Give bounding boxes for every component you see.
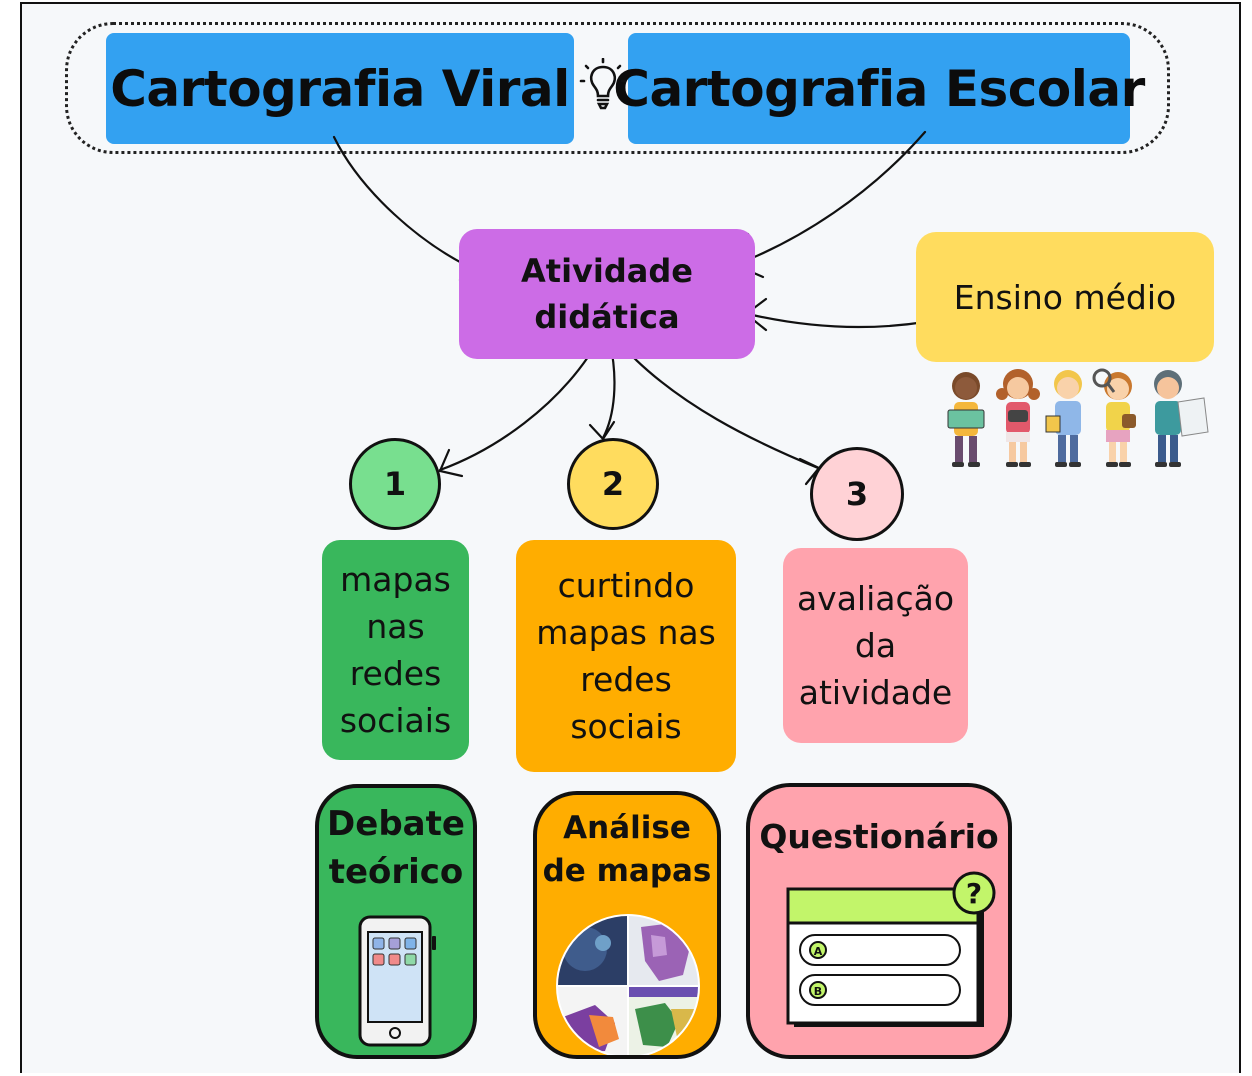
step-1-box: mapas nas redes sociais xyxy=(322,540,469,760)
child-2 xyxy=(996,369,1040,467)
method-3-title: Questionário xyxy=(750,815,1008,859)
activity-node: Atividade didática xyxy=(459,229,755,359)
step-3-box: avaliação da atividade xyxy=(783,548,968,743)
step-2-number: 2 xyxy=(601,465,625,503)
title-left-text: Cartografia Viral xyxy=(110,59,570,118)
map-collage-icon xyxy=(556,914,700,1055)
child-5 xyxy=(1154,370,1209,467)
step-2-box: curtindo mapas nas redes sociais xyxy=(516,540,736,772)
method-1-line: teórico xyxy=(328,852,464,892)
children-illustration xyxy=(947,368,1209,467)
title-cloud-outline xyxy=(65,22,1170,154)
step-3-number: 3 xyxy=(845,475,869,513)
method-card-map-analysis: Análise de mapas xyxy=(533,791,721,1059)
child-3 xyxy=(1045,370,1082,467)
quiz-option-a: A xyxy=(814,945,823,958)
step-1-line: sociais xyxy=(339,701,452,740)
method-2-line: Análise xyxy=(563,810,691,846)
title-cartografia-viral: Cartografia Viral xyxy=(106,33,574,144)
step-1-line: mapas xyxy=(340,560,451,599)
step-1-line: nas xyxy=(366,607,425,646)
quiz-form-icon: A B ? xyxy=(786,871,996,1027)
method-card-debate: Debate teórico xyxy=(315,784,477,1059)
method-1-line: Debate xyxy=(327,804,465,844)
quiz-badge-question-mark: ? xyxy=(966,877,982,910)
audience-label: Ensino médio xyxy=(953,277,1177,317)
step-2-line: mapas nas xyxy=(536,613,716,652)
arrow-activity-to-step3 xyxy=(626,350,820,470)
step-3-line: da xyxy=(854,626,897,665)
lightbulb-icon xyxy=(579,58,627,110)
method-2-title: Análise de mapas xyxy=(537,807,717,893)
step-1-badge: 1 xyxy=(349,438,441,530)
step-3-line: atividade xyxy=(798,673,953,712)
child-4 xyxy=(1092,368,1136,467)
arrow-viral-to-activity xyxy=(332,135,482,274)
smartphone-icon xyxy=(358,915,436,1047)
arrowhead xyxy=(588,420,616,441)
arrowhead xyxy=(438,448,464,478)
title-right-text: Cartografia Escolar xyxy=(613,59,1145,118)
audience-node: Ensino médio xyxy=(916,232,1214,362)
title-cartografia-escolar: Cartografia Escolar xyxy=(613,33,1145,144)
step-2-line: sociais xyxy=(570,707,682,746)
step-1-number: 1 xyxy=(383,465,407,503)
method-2-line: de mapas xyxy=(542,853,712,889)
arrow-escolar-to-activity xyxy=(733,130,927,267)
arrow-ensino-to-activity xyxy=(746,312,927,329)
method-3-line: Questionário xyxy=(759,817,999,856)
child-1 xyxy=(947,372,985,467)
step-3-badge: 3 xyxy=(810,447,904,541)
step-2-badge: 2 xyxy=(567,438,659,530)
step-1-line: redes xyxy=(349,654,442,693)
arrow-activity-to-step1 xyxy=(438,355,590,472)
method-card-questionnaire: Questionário A B ? xyxy=(746,783,1012,1059)
step-2-line: redes xyxy=(580,660,672,699)
step-2-line: curtindo xyxy=(557,566,695,605)
step-3-line: avaliação xyxy=(796,579,955,618)
quiz-option-b: B xyxy=(814,985,822,998)
activity-line-1: Atividade xyxy=(521,252,693,290)
activity-line-2: didática xyxy=(534,298,680,336)
method-1-title: Debate teórico xyxy=(319,800,473,896)
